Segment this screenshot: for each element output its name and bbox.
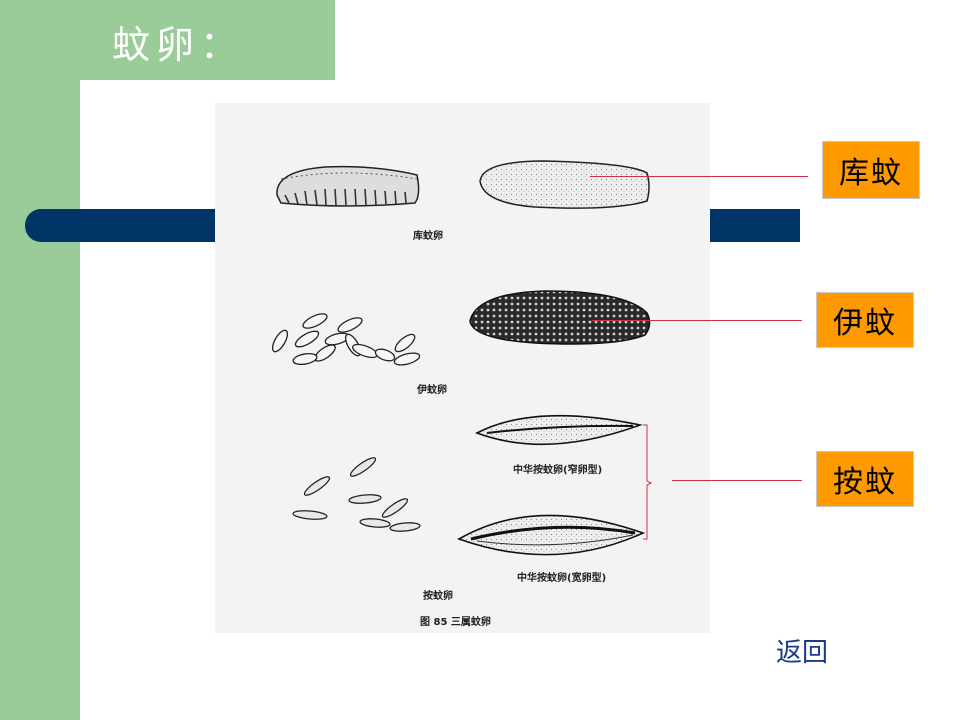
egg-drawing: 库蚊卵 伊蚊卵 bbox=[271, 160, 653, 628]
slide-title: 蚊卵： bbox=[112, 23, 245, 67]
title-decor-band bbox=[0, 0, 335, 80]
decor-bar-right bbox=[700, 209, 800, 242]
label-anopheles[interactable]: 按蚊 bbox=[816, 451, 914, 507]
aedes-single-egg bbox=[469, 290, 651, 345]
caption-wide: 中华按蚊卵(宽卵型) bbox=[517, 571, 606, 584]
back-link[interactable]: 返回 bbox=[776, 638, 829, 668]
anopheles-brace bbox=[643, 424, 653, 540]
caption-narrow: 中华按蚊卵(窄卵型) bbox=[513, 463, 602, 476]
label-aedes[interactable]: 伊蚊 bbox=[816, 292, 914, 348]
pointer-line-culex bbox=[590, 176, 808, 177]
pointer-line-anopheles bbox=[672, 480, 802, 481]
label-culex[interactable]: 库蚊 bbox=[822, 141, 920, 199]
decor-bar-left bbox=[25, 209, 225, 242]
pointer-line-aedes bbox=[592, 320, 802, 321]
culex-single-egg bbox=[479, 160, 650, 209]
aedes-scattered-eggs bbox=[271, 313, 421, 366]
caption-culex: 库蚊卵 bbox=[413, 229, 443, 242]
content-corner bbox=[80, 80, 200, 200]
mosquito-egg-illustration: 库蚊卵 伊蚊卵 bbox=[215, 103, 710, 633]
caption-anopheles: 按蚊卵 bbox=[423, 589, 453, 602]
culex-egg-raft bbox=[276, 165, 420, 207]
left-decor-band bbox=[0, 0, 80, 720]
caption-aedes: 伊蚊卵 bbox=[416, 383, 447, 396]
anopheles-wide-egg bbox=[457, 514, 646, 556]
anopheles-scattered-eggs bbox=[292, 457, 421, 532]
caption-figure: 图 85 三属蚊卵 bbox=[420, 615, 491, 628]
anopheles-narrow-egg bbox=[475, 414, 643, 446]
